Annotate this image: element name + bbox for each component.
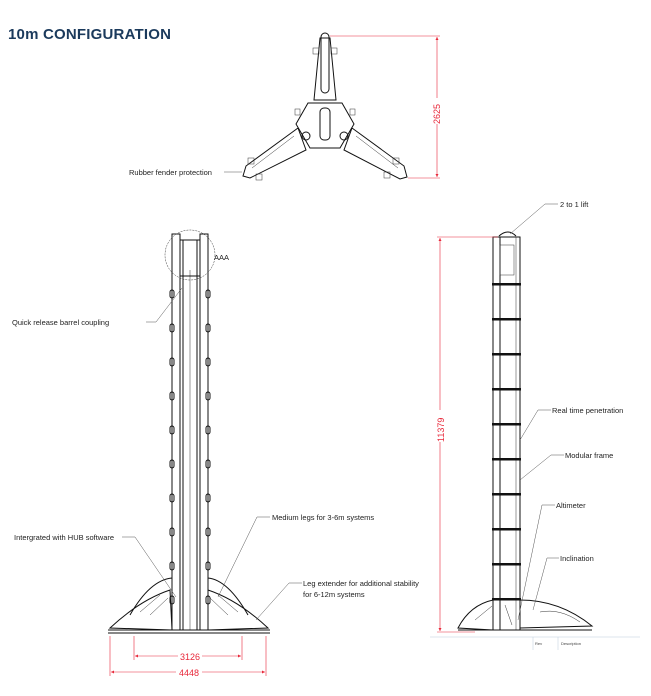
- label-real-time-penetration: Real time penetration: [552, 406, 623, 415]
- label-leg-extender-line2: for 6-12m systems: [303, 590, 365, 599]
- frame-coupling: [205, 425, 211, 435]
- front-view: AAA Quick release barrel coupling Interg…: [12, 229, 419, 678]
- dimension-top-width: 2625: [432, 104, 442, 124]
- dimension-inner-span: 3126: [180, 652, 200, 662]
- frame-coupling: [169, 527, 175, 537]
- side-view: 11379 2 to 1 lift Real time penetration …: [434, 200, 623, 633]
- dimension-outer-span: 4448: [179, 668, 199, 678]
- frame-coupling: [205, 357, 211, 367]
- label-rubber-fender: Rubber fender protection: [129, 168, 212, 177]
- frame-coupling: [205, 459, 211, 469]
- frame-crossbar: [492, 528, 521, 531]
- label-medium-legs: Medium legs for 3-6m systems: [272, 513, 374, 522]
- label-altimeter: Altimeter: [556, 501, 586, 510]
- frame-coupling: [205, 323, 211, 333]
- frame-coupling: [205, 527, 211, 537]
- dimension-height: 11379: [436, 418, 446, 442]
- frame-crossbar: [492, 563, 521, 566]
- frame-coupling: [205, 391, 211, 401]
- frame-crossbar: [492, 388, 521, 391]
- frame-crossbar: [492, 598, 521, 601]
- frame-crossbar: [492, 283, 521, 286]
- label-hub-software: Intergrated with HUB software: [14, 533, 114, 542]
- title-block-description: Description: [561, 641, 581, 646]
- frame-crossbar: [492, 493, 521, 496]
- frame-crossbar: [492, 318, 521, 321]
- frame-coupling: [169, 561, 175, 571]
- frame-coupling: [169, 459, 175, 469]
- frame-coupling: [205, 493, 211, 503]
- frame-coupling: [169, 289, 175, 299]
- label-inclination: Inclination: [560, 554, 594, 563]
- title-block-rev: Rev: [535, 641, 542, 646]
- top-view: 2625 Rubber fender protection: [129, 32, 443, 181]
- label-modular-frame: Modular frame: [565, 451, 613, 460]
- frame-coupling: [169, 323, 175, 333]
- detail-marker-aaa: AAA: [214, 253, 229, 262]
- frame-coupling: [169, 493, 175, 503]
- title-block: Rev Description: [430, 636, 640, 650]
- frame-coupling: [169, 425, 175, 435]
- frame-coupling: [205, 289, 211, 299]
- page-title: 10m CONFIGURATION: [8, 26, 172, 43]
- label-2-to-1-lift: 2 to 1 lift: [560, 200, 589, 209]
- frame-crossbar: [492, 458, 521, 461]
- frame-crossbar: [492, 353, 521, 356]
- frame-coupling: [169, 391, 175, 401]
- frame-crossbar: [492, 423, 521, 426]
- frame-coupling: [169, 357, 175, 367]
- label-quick-release-coupling: Quick release barrel coupling: [12, 318, 109, 327]
- label-leg-extender-line1: Leg extender for additional stability: [303, 579, 419, 588]
- frame-coupling: [205, 561, 211, 571]
